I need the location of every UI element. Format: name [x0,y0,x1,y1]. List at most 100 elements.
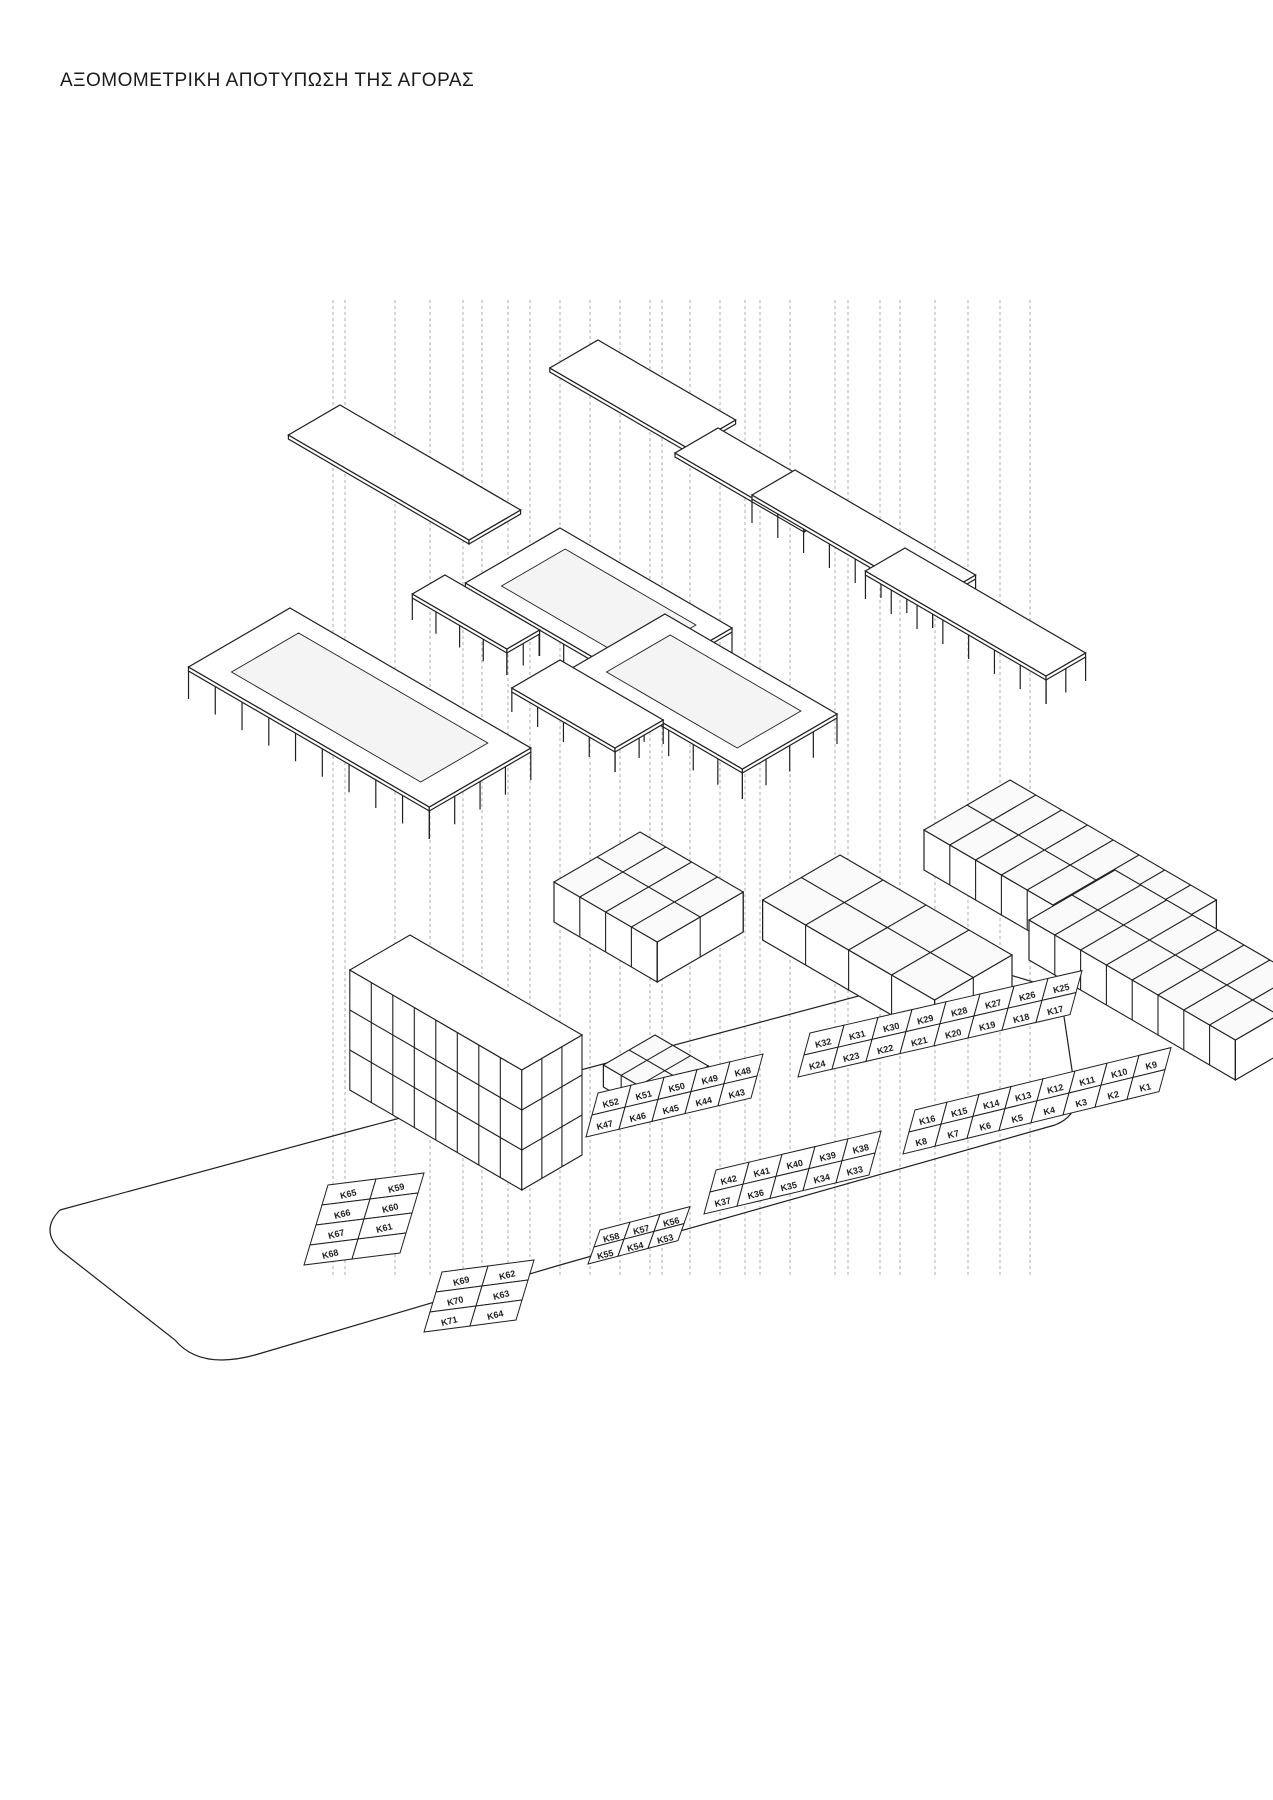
stall-label: Κ41 [753,1165,771,1179]
stall-label: Κ13 [1014,1090,1032,1104]
stall-label: Κ49 [701,1073,719,1087]
stall-label: Κ53 [656,1232,674,1246]
stall-label: Κ9 [1144,1059,1158,1071]
stall-label: Κ44 [695,1095,713,1109]
stall-label: Κ19 [978,1019,996,1033]
stall-cell [469,1299,523,1327]
stall-label: Κ59 [387,1181,405,1195]
facade-band [521,1114,583,1151]
stall-label: Κ61 [375,1221,393,1235]
slab-top [864,547,1087,677]
stall-label: Κ68 [321,1247,339,1261]
stall-label: Κ66 [333,1207,351,1221]
stall-cell [1126,1068,1166,1101]
stall-label: Κ10 [1110,1066,1128,1080]
stall-label: Κ40 [786,1158,804,1172]
stall-label: Κ70 [446,1294,464,1308]
frame-beam [596,856,701,918]
stall-cell [835,1152,876,1184]
courtyard-opening [230,632,489,783]
stall-label: Κ12 [1046,1082,1064,1096]
frame-beam [1071,894,1273,1013]
stall-cell [351,1232,407,1260]
facade-band [521,1074,583,1111]
stall-label: Κ46 [629,1110,647,1124]
stall-label: Κ5 [1010,1112,1024,1124]
stall-label: Κ65 [339,1187,357,1201]
stall-label: Κ69 [452,1274,470,1288]
roof-slab-e [864,547,1087,704]
stall-label: Κ54 [626,1240,644,1254]
facade-band [349,1009,523,1111]
page-title: ΑΞΟΜΟΜΕΤΡΙΚΗ ΑΠΟΤΥΠΩΣΗ ΤΗΣ ΑΓΟΡΑΣ [60,70,475,91]
stall-cell [1035,991,1077,1024]
frame-k1-k16 [1027,869,1273,1081]
building-roof [348,934,584,1071]
stall-label: Κ22 [876,1043,894,1057]
stall-label: Κ16 [918,1113,936,1127]
stall-label: Κ60 [381,1201,399,1215]
stall-label: Κ48 [734,1065,752,1079]
stall-label: Κ17 [1046,1004,1064,1018]
stall-label: Κ20 [944,1027,962,1041]
stall-label: Κ31 [848,1028,866,1042]
slab-top [411,574,541,650]
stall-label: Κ2 [1106,1089,1120,1101]
stall-label: Κ3 [1074,1097,1088,1109]
stall-label: Κ27 [984,997,1002,1011]
stall-label: Κ29 [916,1013,934,1027]
stall-label: Κ11 [1078,1074,1096,1088]
stall-label: Κ55 [596,1248,614,1262]
stall-label: Κ37 [714,1195,732,1209]
stall-label: Κ24 [808,1058,826,1072]
stall-label: Κ36 [747,1187,765,1201]
stall-label: Κ51 [635,1088,653,1102]
stall-label: Κ8 [914,1136,928,1148]
stall-label: Κ28 [950,1005,968,1019]
stall-label: Κ52 [602,1096,620,1110]
stall-label: Κ25 [1052,982,1070,996]
block-building-k59-k71 [348,934,584,1191]
roof-slab-a [287,404,522,546]
roof-link-i [411,574,541,675]
frame-layer [348,779,1273,1191]
slab-top [510,659,665,749]
stall-cell [647,1222,685,1250]
stall-label: Κ23 [842,1050,860,1064]
stall-cell [717,1075,758,1107]
roof-link-j [510,659,665,772]
stall-label: Κ35 [780,1180,798,1194]
stall-label: Κ15 [950,1105,968,1119]
stall-label: Κ63 [492,1288,510,1302]
stall-label: Κ14 [982,1098,1000,1112]
stall-label: Κ1 [1138,1081,1152,1093]
stall-layer: Κ32Κ31Κ30Κ29Κ28Κ27Κ26Κ25Κ24Κ23Κ22Κ21Κ20Κ… [303,969,1172,1333]
stall-label: Κ42 [720,1173,738,1187]
stall-label: Κ64 [486,1308,504,1322]
stall-label: Κ21 [910,1035,928,1049]
courtyard-opening [605,634,802,749]
stall-label: Κ43 [728,1087,746,1101]
slab-top [287,404,522,541]
stall-label: Κ38 [852,1142,870,1156]
stall-label: Κ67 [327,1227,345,1241]
stall-label: Κ18 [1012,1011,1030,1025]
stall-label: Κ34 [813,1172,831,1186]
stall-label: Κ62 [498,1268,516,1282]
frame-beam [801,877,974,978]
stall-label: Κ7 [946,1128,960,1140]
stall-label: Κ39 [819,1150,837,1164]
group-k17-k32: Κ32Κ31Κ30Κ29Κ28Κ27Κ26Κ25Κ24Κ23Κ22Κ21Κ20Κ… [797,969,1083,1078]
frame-k43-k52 [552,831,745,983]
stall-label: Κ30 [882,1021,900,1035]
stall-label: Κ45 [662,1103,680,1117]
stall-label: Κ33 [846,1164,864,1178]
roof-canopy-h [187,607,532,839]
